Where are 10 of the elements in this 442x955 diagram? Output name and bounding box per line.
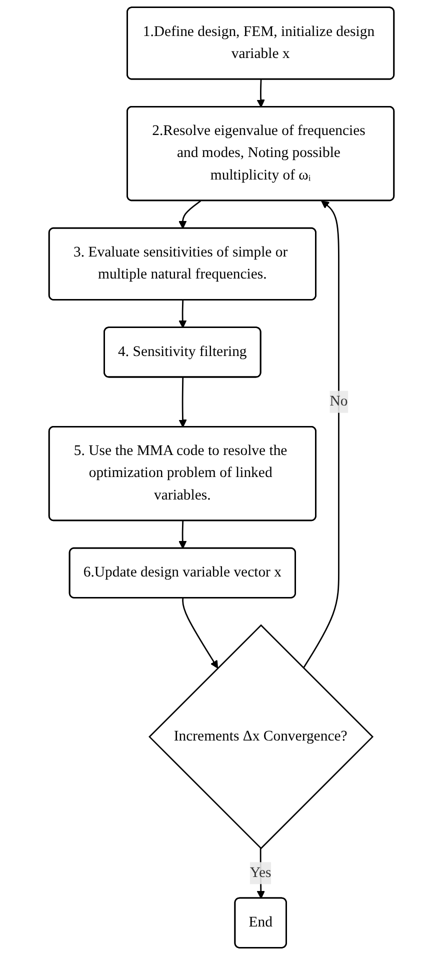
- arrow: [182, 598, 218, 668]
- arrow: [178, 300, 186, 328]
- arrow: [302, 200, 339, 668]
- edge-label: No: [329, 394, 348, 410]
- node-diamond: Increments Δx Convergence?: [148, 624, 374, 850]
- arrow: [178, 520, 186, 549]
- arrow: [178, 377, 186, 428]
- arrow: [256, 80, 264, 108]
- arrow: [178, 200, 201, 229]
- edge-label: Yes: [249, 864, 271, 881]
